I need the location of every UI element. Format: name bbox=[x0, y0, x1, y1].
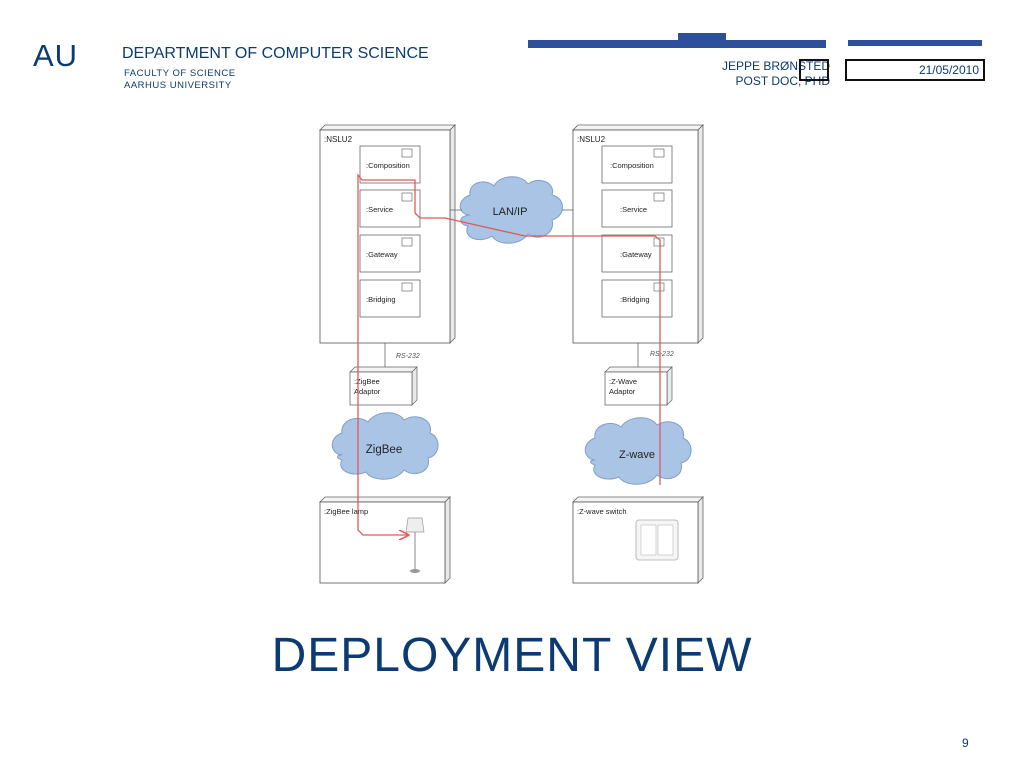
header-accent-mark bbox=[678, 33, 726, 42]
svg-text:Adaptor: Adaptor bbox=[609, 387, 636, 396]
zigbee-cloud: ZigBee bbox=[331, 412, 439, 480]
right-gateway-component: :Gateway bbox=[601, 234, 673, 273]
date-box: 21/05/2010 bbox=[845, 59, 985, 81]
date-label: 21/05/2010 bbox=[918, 63, 979, 77]
lan-ip-label: LAN/IP bbox=[493, 206, 528, 218]
slide-title: DEPLOYMENT VIEW bbox=[271, 629, 753, 682]
right-node-label: :NSLU2 bbox=[577, 135, 606, 144]
zwave-adaptor-node: :Z-Wave Adaptor bbox=[604, 366, 673, 406]
svg-text::Bridging: :Bridging bbox=[366, 295, 396, 304]
left-nslu2-node: :NSLU2 :Composition :Service :Gateway :B… bbox=[319, 124, 456, 344]
highlight-box bbox=[799, 59, 829, 81]
left-bridging-component: :Bridging bbox=[359, 279, 421, 318]
right-service-component: :Service bbox=[601, 189, 673, 228]
svg-text::Z-Wave: :Z-Wave bbox=[609, 377, 637, 386]
right-rs232-label: RS-232 bbox=[650, 351, 674, 358]
zigbee-lamp-label: :ZigBee lamp bbox=[324, 507, 368, 516]
zigbee-lamp-node: :ZigBee lamp bbox=[319, 496, 451, 584]
zwave-label: Z-wave bbox=[619, 449, 655, 461]
left-service-component: :Service bbox=[359, 189, 421, 228]
zwave-switch-node: :Z-wave switch bbox=[572, 496, 704, 584]
zigbee-label: ZigBee bbox=[366, 444, 402, 456]
left-composition-component: :Composition bbox=[359, 145, 421, 184]
deployment-diagram: :NSLU2 :Composition :Service :Gateway :B… bbox=[319, 124, 704, 584]
svg-text::Gateway: :Gateway bbox=[366, 250, 398, 259]
lamp-icon bbox=[405, 517, 425, 573]
svg-text::Composition: :Composition bbox=[610, 161, 654, 170]
right-composition-component: :Composition bbox=[601, 145, 673, 184]
svg-text::Service: :Service bbox=[366, 205, 393, 214]
department-name: DEPARTMENT OF COMPUTER SCIENCE bbox=[122, 45, 429, 62]
zigbee-adaptor-node: :ZigBee Adaptor bbox=[349, 366, 418, 406]
svg-text::Service: :Service bbox=[620, 205, 647, 214]
svg-text::Composition: :Composition bbox=[366, 161, 410, 170]
svg-text::Gateway: :Gateway bbox=[620, 250, 652, 259]
header-accent-bar bbox=[528, 40, 826, 48]
page-number: 9 bbox=[962, 736, 969, 750]
faculty-name: FACULTY OF SCIENCE bbox=[124, 68, 236, 79]
zwave-switch-label: :Z-wave switch bbox=[577, 507, 627, 516]
zwave-cloud: Z-wave bbox=[584, 417, 692, 485]
svg-text:Adaptor: Adaptor bbox=[354, 387, 381, 396]
left-rs232-label: RS-232 bbox=[396, 353, 420, 360]
left-gateway-component: :Gateway bbox=[359, 234, 421, 273]
right-bridging-component: :Bridging bbox=[601, 279, 673, 318]
au-logo: AU bbox=[33, 38, 79, 73]
author-role: POST DOC, PHD bbox=[735, 74, 830, 88]
header-accent-bar-right bbox=[848, 40, 982, 46]
switch-icon bbox=[635, 519, 679, 561]
right-nslu2-node: :NSLU2 :Composition :Service :Gateway :B… bbox=[572, 124, 704, 344]
author-block: JEPPE BRØNSTED POST DOC, PHD bbox=[700, 59, 830, 89]
university-name: AARHUS UNIVERSITY bbox=[124, 80, 232, 91]
message-path bbox=[357, 173, 661, 535]
svg-text::Bridging: :Bridging bbox=[620, 295, 650, 304]
left-node-label: :NSLU2 bbox=[324, 135, 353, 144]
svg-text::ZigBee: :ZigBee bbox=[354, 377, 380, 386]
author-name: JEPPE BRØNSTED bbox=[721, 59, 830, 73]
